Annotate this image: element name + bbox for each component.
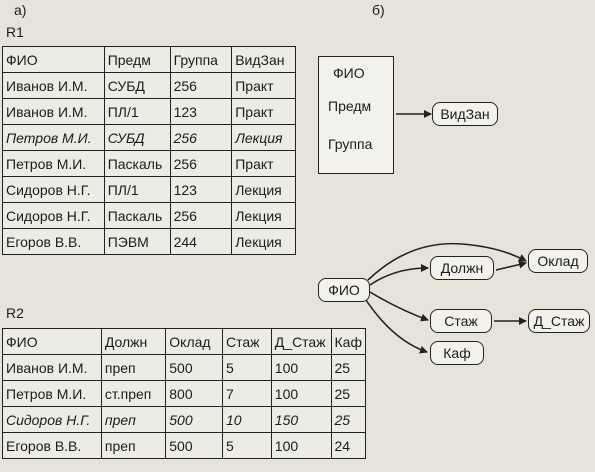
table-cell: Лекция <box>231 202 296 229</box>
table-cell: Паскаль <box>103 150 171 177</box>
table-row: Петров М.И. СУБД 256 Лекция <box>2 124 296 151</box>
node-vidzan: ВидЗан <box>432 102 498 126</box>
table-cell: СУБД <box>103 72 171 99</box>
table-cell: ст.преп <box>100 380 167 407</box>
table-cell: 100 <box>270 380 332 407</box>
determinant-box: ФИО Предм Группа <box>318 56 394 174</box>
table-cell: 256 <box>169 124 233 151</box>
table-cell: Егоров В.В. <box>2 228 105 255</box>
table-cell: 5 <box>222 432 272 459</box>
table-row: Петров М.И. Паскаль 256 Практ <box>2 150 296 177</box>
table-cell: Иванов И.М. <box>2 72 105 99</box>
arrow-fio-to-kaf <box>363 296 428 354</box>
node-d-stazh: Д_Стаж <box>528 309 590 333</box>
label-r1: R1 <box>6 24 24 40</box>
table-cell: 256 <box>169 72 233 99</box>
arrow-fio-to-stazh <box>369 291 429 322</box>
table-cell: 800 <box>165 380 224 407</box>
header-cell: Оклад <box>165 328 224 355</box>
arrow-dolzhn-to-oklad <box>495 260 527 271</box>
table-cell: 256 <box>169 202 233 229</box>
node-kaf: Каф <box>430 341 484 365</box>
table-cell: Сидоров Н.Г. <box>2 176 105 203</box>
table-cell: 7 <box>222 380 272 407</box>
table-row: Иванов И.М. СУБД 256 Практ <box>2 72 296 99</box>
table-cell: Практ <box>231 150 296 177</box>
table-cell: Иванов И.М. <box>2 354 102 381</box>
table-cell: 10 <box>222 406 272 433</box>
table-cell: 244 <box>169 228 233 255</box>
header-cell: Д_Стаж <box>270 328 332 355</box>
arrow-fio-to-dolzhn <box>369 264 429 286</box>
table-cell: 500 <box>165 354 224 381</box>
label-b: б) <box>372 2 385 18</box>
table-cell: СУБД <box>103 124 171 151</box>
header-cell: Группа <box>169 46 233 73</box>
table-cell: 256 <box>169 150 233 177</box>
table-cell: Иванов И.М. <box>2 98 105 125</box>
table-cell: 5 <box>222 354 272 381</box>
table-cell: 100 <box>270 432 332 459</box>
node-stazh: Стаж <box>430 309 492 333</box>
table-row: Иванов И.М. ПЛ/1 123 Практ <box>2 98 296 125</box>
arrow-fio-to-oklad <box>367 242 527 281</box>
table-cell: Егоров В.В. <box>2 432 102 459</box>
table-row: Егоров В.В. преп 500 5 100 24 <box>2 432 366 459</box>
table-cell: 100 <box>270 354 332 381</box>
table-cell: Петров М.И. <box>2 380 102 407</box>
box-item-fio: ФИО <box>333 65 365 81</box>
table-cell: 24 <box>330 432 366 459</box>
label-a: а) <box>14 2 27 18</box>
label-r2: R2 <box>6 305 24 321</box>
table-row: Петров М.И. ст.преп 800 7 100 25 <box>2 380 366 407</box>
table-cell: 25 <box>330 406 366 433</box>
box-item-predm: Предм <box>328 98 372 114</box>
table-header-row: ФИО Предм Группа ВидЗан <box>2 46 296 73</box>
node-oklad: Оклад <box>528 249 588 273</box>
node-fio: ФИО <box>318 278 370 302</box>
header-cell: ВидЗан <box>231 46 296 73</box>
header-cell: Должн <box>100 328 167 355</box>
header-cell: Каф <box>330 328 366 355</box>
table-cell: Паскаль <box>103 202 171 229</box>
table-cell: ПЛ/1 <box>103 176 171 203</box>
table-row: Иванов И.М. преп 500 5 100 25 <box>2 354 366 381</box>
table-cell: Практ <box>231 98 296 125</box>
table-cell: Лекция <box>231 228 296 255</box>
table-cell: 150 <box>270 406 332 433</box>
table-cell: преп <box>100 354 167 381</box>
table-cell: 500 <box>165 432 224 459</box>
box-item-gruppa: Группа <box>328 136 373 152</box>
table-cell: ПЭВМ <box>103 228 171 255</box>
table-cell: ПЛ/1 <box>103 98 171 125</box>
table-row: Сидоров Н.Г. Паскаль 256 Лекция <box>2 202 296 229</box>
node-dolzhn: Должн <box>430 256 494 280</box>
table-cell: преп <box>100 432 167 459</box>
table-row: Сидоров Н.Г. преп 500 10 150 25 <box>2 406 366 433</box>
table-cell: Практ <box>231 72 296 99</box>
table-row: Егоров В.В. ПЭВМ 244 Лекция <box>2 228 296 255</box>
table-cell: преп <box>100 406 167 433</box>
table-header-row: ФИО Должн Оклад Стаж Д_Стаж Каф <box>2 328 366 355</box>
table-cell: Петров М.И. <box>2 124 105 151</box>
table-r2: ФИО Должн Оклад Стаж Д_Стаж Каф Иванов И… <box>2 328 366 459</box>
table-r1: ФИО Предм Группа ВидЗан Иванов И.М. СУБД… <box>2 46 296 255</box>
